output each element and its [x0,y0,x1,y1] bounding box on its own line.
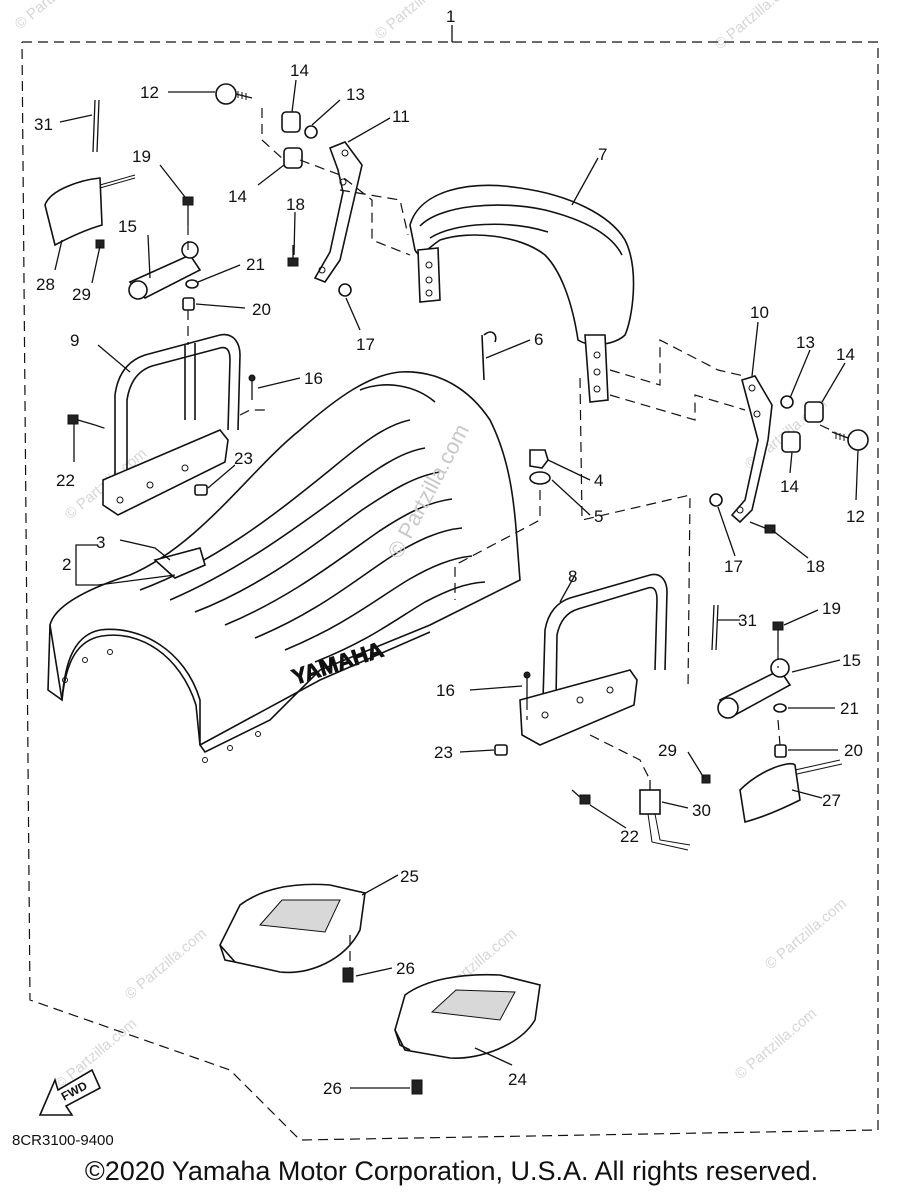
grab-bar-left [102,333,241,516]
callout-7: 7 [598,145,607,164]
callout-17: 17 [724,557,743,576]
callout-15: 15 [118,217,137,236]
callout-14: 14 [780,477,799,496]
callout-11: 11 [392,107,410,126]
callout-8: 8 [568,567,577,586]
callout-12: 12 [846,507,865,526]
watermark: © Partzilla.com [12,0,100,33]
guide-lines [94,108,836,968]
callout-2: 2 [62,555,71,574]
part-labels: 1 2 3 4 5 6 7 8 9 10 11 12 12 13 13 14 1… [34,7,865,1098]
callout-31: 31 [738,611,757,630]
callout-20: 20 [844,741,863,760]
cable-housing-28 [44,174,136,247]
callout-29: 29 [658,741,677,760]
callout-13: 13 [346,85,365,104]
fasteners [67,99,787,1095]
callout-22: 22 [56,471,75,490]
callout-14: 14 [228,187,247,206]
callout-3: 3 [96,533,105,552]
callout-14: 14 [290,61,309,80]
callout-23: 23 [434,743,453,762]
callout-30: 30 [692,801,711,820]
callout-27: 27 [822,791,841,810]
callout-22: 22 [620,827,639,846]
callout-24: 24 [508,1070,527,1089]
callout-16: 16 [304,369,323,388]
callout-26: 26 [396,959,415,978]
knob-12-left [215,83,253,105]
callout-5: 5 [594,507,603,526]
callout-1: 1 [446,7,455,26]
storage-box-25 [219,883,366,974]
assembly-boundary [21,41,879,1141]
callout-13: 13 [796,333,815,352]
callout-25: 25 [400,867,419,886]
callout-9: 9 [70,331,79,350]
watermark: © Partzilla.com [122,925,210,1003]
callout-28: 28 [36,275,55,294]
seat-hinge-holes [62,649,261,763]
watermark: © Partzilla.com [762,895,850,973]
bracket-arm-left [313,141,363,283]
parts-diagram: © Partzilla.com © Partzilla.com © Partzi… [12,0,879,1149]
watermark: © Partzilla.com [732,1005,820,1083]
callout-21: 21 [246,255,265,274]
knob-12-right [831,429,869,451]
callout-21: 21 [840,699,859,718]
callout-14: 14 [836,345,855,364]
copyright-footer: ©2020 Yamaha Motor Corporation, U.S.A. A… [84,1156,819,1186]
drawing-code: 8CR3100-9400 [12,1132,114,1149]
callout-19: 19 [132,147,151,166]
callout-17: 17 [356,335,375,354]
storage-box-24 [394,973,541,1059]
callout-10: 10 [750,303,769,322]
bracket-arm-right [730,375,773,524]
hinge-15-right [717,658,792,719]
seat-patch [153,547,206,579]
washer-13-left [304,125,318,139]
collars [281,111,824,453]
hinge-15-left [128,241,202,300]
callout-29: 29 [72,285,91,304]
callout-20: 20 [252,300,271,319]
callout-31: 31 [34,115,53,134]
leader-lines [54,79,859,1089]
callout-23: 23 [234,449,253,468]
watermark: © Partzilla.com [712,0,800,53]
cable-housing-27 [739,759,843,824]
callout-6: 6 [534,330,543,349]
callout-18: 18 [286,195,305,214]
callout-12: 12 [140,83,159,102]
callout-18: 18 [806,557,825,576]
grab-bar-right [519,573,668,746]
callout-26: 26 [323,1079,342,1098]
callout-4: 4 [594,471,603,490]
callout-15: 15 [842,651,861,670]
callout-19: 19 [822,599,841,618]
backrest [409,184,635,403]
washer-13-right [780,395,794,409]
switch-30 [639,780,691,851]
callout-16: 16 [436,681,455,700]
